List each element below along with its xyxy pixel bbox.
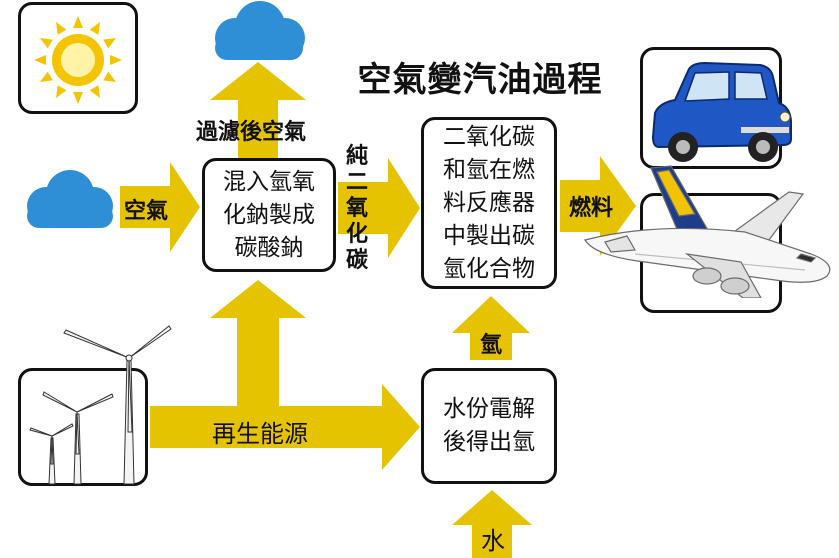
arrow-pure-co2 xyxy=(338,158,420,258)
label-water: 水 xyxy=(481,527,505,555)
label-filtered-air: 過濾後空氣 xyxy=(196,120,307,145)
label-renewable-energy: 再生能源 xyxy=(212,420,308,448)
sun-icon xyxy=(34,16,122,104)
electrolysis-box: 水份電解後得出氫 xyxy=(421,368,557,484)
arrow-filtered-air xyxy=(210,62,306,158)
label-fuel: 燃料 xyxy=(569,196,614,221)
synth-box: 二氧化碳和氫在燃料反應器中製出碳氫化合物 xyxy=(421,117,557,289)
mix-box: 混入氫氧化鈉製成碳酸鈉 xyxy=(202,158,336,272)
car-icon xyxy=(651,61,792,162)
arrow-air xyxy=(120,162,200,252)
airplane-icon xyxy=(584,165,831,298)
synth-text: 二氧化碳和氫在燃料反應器中製出碳氫化合物 xyxy=(443,123,535,282)
label-hydrogen: 氫 xyxy=(480,333,503,358)
arrow-renewable-up xyxy=(210,280,306,448)
diagram-title: 空氣變汽油過程 xyxy=(357,60,603,100)
arrow-fuel xyxy=(560,156,636,256)
mix-text: 混入氫氧化鈉製成碳酸鈉 xyxy=(223,168,315,261)
arrow-renewable-energy xyxy=(150,384,420,470)
arrow-water xyxy=(452,490,532,558)
arrow-hydrogen xyxy=(452,296,530,360)
wind-turbine-icon xyxy=(29,325,172,485)
label-air: 空氣 xyxy=(124,199,169,224)
sun-box xyxy=(18,2,138,114)
electrolysis-text: 水份電解後得出氫 xyxy=(443,396,535,455)
cloud-icon xyxy=(27,170,113,228)
cloud-icon xyxy=(215,1,305,60)
label-pure-co2: 純二氧化碳 xyxy=(345,144,368,273)
